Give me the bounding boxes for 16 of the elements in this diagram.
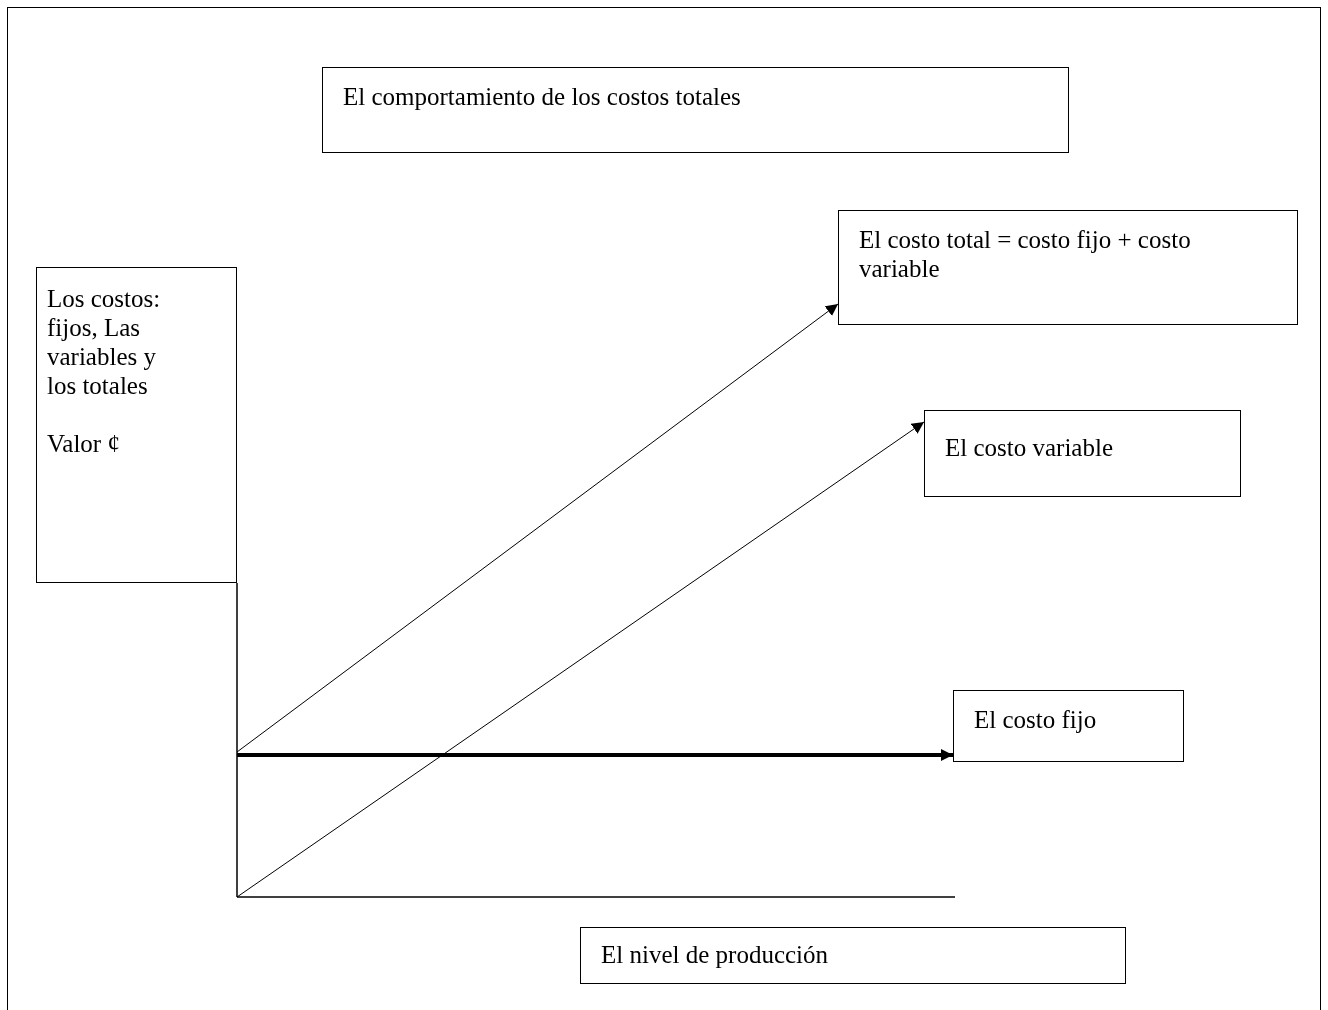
label-text: El costo variable — [945, 433, 1114, 462]
title-box — [322, 67, 1069, 153]
arrow — [236, 421, 925, 898]
label-text: El nivel de producción — [601, 940, 829, 969]
line-label-box — [924, 410, 1241, 497]
axis-label-box — [36, 267, 237, 583]
arrow — [237, 749, 953, 761]
axis-label-box — [580, 927, 1126, 984]
line-label-box — [953, 690, 1184, 762]
line-label-box — [838, 210, 1298, 325]
arrow — [236, 303, 839, 753]
unit-text: Valor ¢ — [47, 429, 121, 458]
label-text: El costo total = costo fijo + costo variable — [859, 225, 1192, 283]
label-text: El comportamiento de los costos totales — [343, 82, 742, 111]
label-text: El costo fijo — [974, 705, 1098, 734]
label-text: Los costos: fijos, Las variables y los totales — [47, 284, 162, 400]
